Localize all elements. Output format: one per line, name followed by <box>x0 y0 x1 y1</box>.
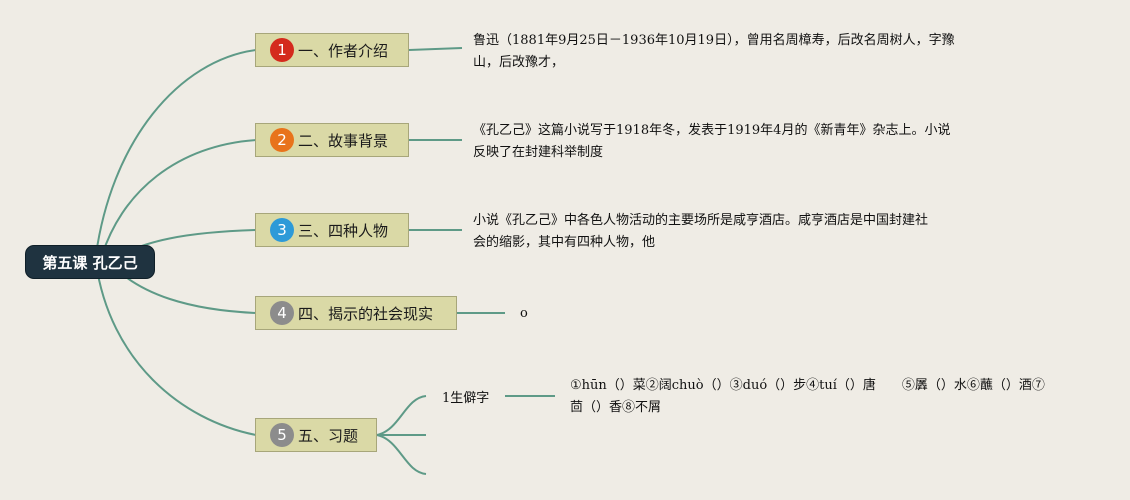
branch-label: 一、作者介绍 <box>298 41 389 60</box>
link-root-branch-1 <box>94 49 257 263</box>
branch-author-intro[interactable]: 1 一、作者介绍 <box>255 33 409 67</box>
note-line: 茴（）香⑧不屑 <box>570 400 662 415</box>
note-line: 鲁迅（1881年9月25日－1936年10月19日），曾用名周樟寿，后改名周树人… <box>473 33 955 48</box>
note-line: 小说《孔乙己》中各色人物活动的主要场所是咸亨酒店。咸亨酒店是中国封建社 <box>473 213 929 228</box>
branch-label: 五、习题 <box>298 426 359 445</box>
subtopic-rare-characters[interactable]: 1生僻字 <box>442 387 489 406</box>
branch-exercises[interactable]: 5 五、习题 <box>255 418 377 452</box>
link-root-branch-5 <box>95 262 257 436</box>
branch-label: 二、故事背景 <box>298 131 389 150</box>
link-branch-5-sub-1 <box>376 395 427 436</box>
number-badge-1: 1 <box>270 38 294 62</box>
number-badge-4: 4 <box>270 301 294 325</box>
note-line: 会的缩影，其中有四种人物，他 <box>473 235 656 250</box>
note-four-characters: 小说《孔乙己》中各色人物活动的主要场所是咸亨酒店。咸亨酒店是中国封建社 会的缩影… <box>473 210 928 254</box>
link-root-branch-2 <box>99 139 257 263</box>
root-topic[interactable]: 第五课 孔乙己 <box>25 245 155 279</box>
note-line: ①hūn（）菜②阔chuò（）③duó（）步④tuí（）唐 ⑤羼（）水⑥蘸（）酒… <box>570 378 1045 393</box>
branch-label: 四、揭示的社会现实 <box>298 304 434 323</box>
root-topic-label: 第五课 孔乙己 <box>42 253 138 272</box>
number-badge-3: 3 <box>270 218 294 242</box>
branch-story-background[interactable]: 2 二、故事背景 <box>255 123 409 157</box>
note-line: o <box>520 306 528 321</box>
number-badge-2: 2 <box>270 128 294 152</box>
branch-social-reality[interactable]: 4 四、揭示的社会现实 <box>255 296 457 330</box>
branch-label: 三、四种人物 <box>298 221 389 240</box>
link-branch-5-sub-3 <box>376 434 427 475</box>
note-author-intro: 鲁迅（1881年9月25日－1936年10月19日），曾用名周樟寿，后改名周树人… <box>473 30 955 74</box>
branch-four-characters[interactable]: 3 三、四种人物 <box>255 213 409 247</box>
note-line: 反映了在封建科举制度 <box>473 145 604 160</box>
note-rare-characters: ①hūn（）菜②阔chuò（）③duó（）步④tuí（）唐 ⑤羼（）水⑥蘸（）酒… <box>570 375 1045 419</box>
note-line: 山，后改豫才， <box>473 55 565 70</box>
note-line: 《孔乙己》这篇小说写于1918年冬，发表于1919年4月的《新青年》杂志上。小说 <box>473 123 951 138</box>
link-branch-1-note <box>408 47 463 51</box>
note-social-reality: o <box>520 303 528 325</box>
note-story-background: 《孔乙己》这篇小说写于1918年冬，发表于1919年4月的《新青年》杂志上。小说… <box>473 120 950 164</box>
number-badge-5: 5 <box>270 423 294 447</box>
subtopic-label: 1生僻字 <box>442 391 490 406</box>
